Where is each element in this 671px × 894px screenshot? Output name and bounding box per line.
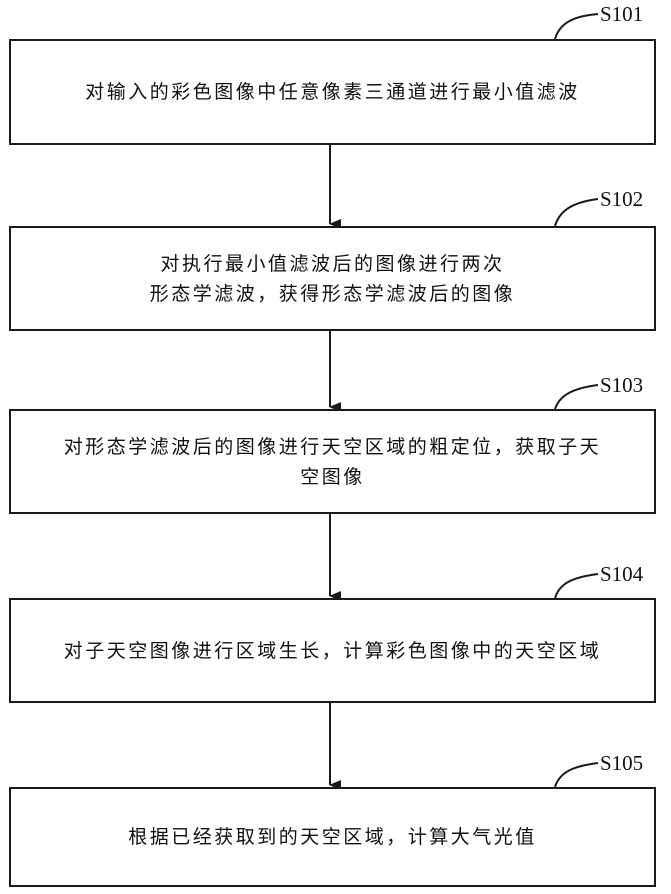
step-text-line: 根据已经获取到的天空区域，计算大气光值 [128,822,537,852]
step-text-line: 对执行最小值滤波后的图像进行两次 [160,249,504,279]
step-box-s104: 对子天空图像进行区域生长，计算彩色图像中的天空区域 [9,598,656,703]
step-box-s101: 对输入的彩色图像中任意像素三通道进行最小值滤波 [9,39,656,145]
label-leader-s104 [555,574,598,598]
label-leader-s101 [555,14,598,39]
step-box-s102: 对执行最小值滤波后的图像进行两次 形态学滤波，获得形态学滤波后的图像 [9,226,656,331]
step-text-line: 对子天空图像进行区域生长，计算彩色图像中的天空区域 [64,636,602,666]
step-label-s103: S103 [600,373,643,398]
step-text-line: 空图像 [300,462,365,492]
step-text-line: 对形态学滤波后的图像进行天空区域的粗定位，获取子天 [64,432,602,462]
step-label-s102: S102 [600,187,643,212]
label-leader-s102 [555,199,598,226]
step-label-s105: S105 [600,751,643,776]
label-leader-s103 [555,385,598,409]
step-label-s104: S104 [600,562,643,587]
step-box-s103: 对形态学滤波后的图像进行天空区域的粗定位，获取子天 空图像 [9,409,656,514]
step-text-line: 形态学滤波，获得形态学滤波后的图像 [150,279,516,309]
step-label-s101: S101 [600,2,643,27]
step-box-s105: 根据已经获取到的天空区域，计算大气光值 [9,787,656,887]
label-leader-s105 [555,763,598,787]
step-text-line: 对输入的彩色图像中任意像素三通道进行最小值滤波 [85,77,580,107]
